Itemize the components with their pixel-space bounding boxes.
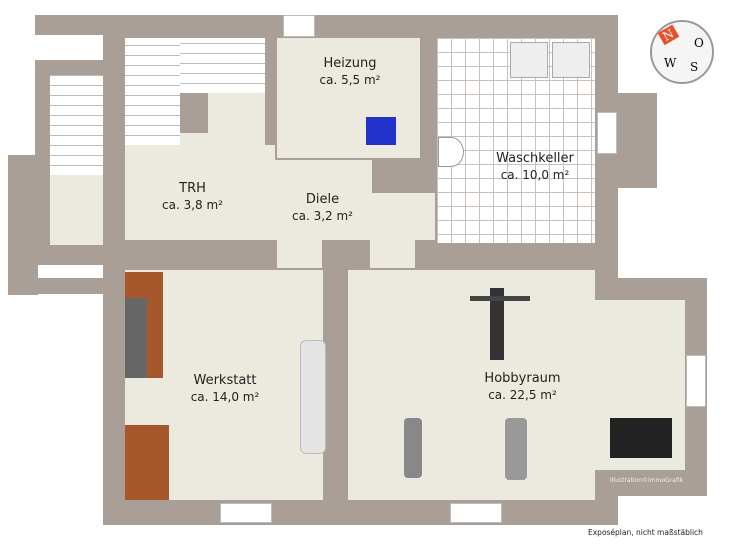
stair-core — [180, 93, 208, 133]
window — [450, 503, 502, 523]
stairs-inside — [125, 38, 180, 145]
room-label-hobbyraum: Hobbyraum ca. 22,5 m² — [465, 371, 580, 403]
room-area: ca. 5,5 m² — [319, 73, 381, 87]
wall-left-ledge — [8, 155, 38, 295]
compass-n: N — [657, 24, 679, 46]
room-area: ca. 14,0 m² — [190, 390, 260, 404]
room-area: ca. 22,5 m² — [488, 388, 557, 402]
room-area: ca. 3,8 m² — [162, 198, 223, 212]
dumbbell-rack — [610, 418, 672, 458]
watermark: Illustration©immoGrafik — [610, 477, 684, 484]
stairs-outside — [50, 75, 103, 175]
room-heizung — [277, 38, 420, 158]
footer-note: Exposéplan, nicht maßstäblich — [588, 528, 703, 537]
room-trh — [125, 145, 275, 240]
window — [597, 112, 617, 154]
compass-w: W — [664, 56, 677, 70]
room-label-heizung: Heizung ca. 5,5 m² — [300, 56, 400, 88]
corridor — [277, 238, 322, 268]
heater — [366, 117, 396, 145]
room-label-waschkeller: Waschkeller ca. 10,0 m² — [480, 151, 590, 183]
room-name: Werkstatt — [193, 373, 257, 388]
dryer — [552, 42, 590, 78]
room-name: Diele — [305, 192, 340, 207]
window — [283, 15, 315, 37]
shelf — [300, 340, 326, 454]
weight-bench — [490, 288, 504, 360]
washer — [510, 42, 548, 78]
workbench-top — [125, 298, 147, 378]
wall-left-ledge-bottom — [8, 278, 108, 294]
corridor-right — [370, 238, 415, 268]
room-name: Waschkeller — [496, 151, 574, 166]
room-area: ca. 10,0 m² — [500, 168, 570, 182]
barbell — [470, 296, 530, 301]
elliptical — [505, 418, 527, 480]
room-name: Heizung — [323, 56, 377, 71]
wall-diele-box — [372, 160, 437, 193]
compass-o: O — [694, 36, 704, 50]
window — [686, 355, 706, 407]
sink — [438, 137, 464, 167]
exercise-bike — [404, 418, 422, 478]
compass-s: S — [690, 60, 699, 74]
room-hobbyraum — [348, 270, 595, 500]
room-label-diele: Diele ca. 3,2 m² — [275, 192, 370, 224]
stairs-inside-top — [180, 38, 265, 93]
cabinet — [125, 425, 169, 500]
room-area: ca. 3,2 m² — [292, 209, 353, 223]
room-name: Hobbyraum — [484, 371, 561, 386]
room-name: TRH — [179, 181, 206, 196]
room-label-trh: TRH ca. 3,8 m² — [145, 181, 240, 213]
compass-icon: N O S W — [650, 20, 714, 84]
wall-top-left — [35, 15, 125, 35]
window — [220, 503, 272, 523]
room-label-werkstatt: Werkstatt ca. 14,0 m² — [170, 373, 280, 405]
